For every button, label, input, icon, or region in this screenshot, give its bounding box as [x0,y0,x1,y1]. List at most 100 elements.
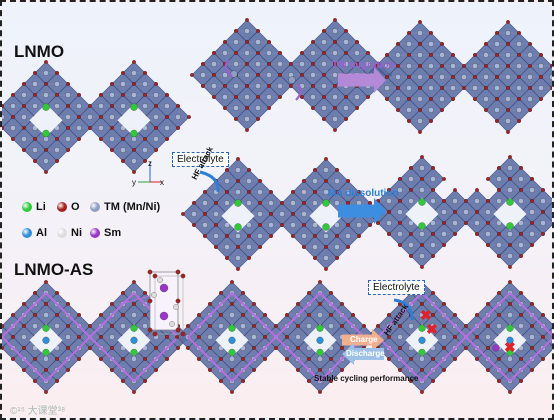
o-atom [420,302,424,306]
o-atom [307,313,311,317]
o-atom [285,335,289,339]
o-atom [530,199,534,203]
tm-atom [516,107,522,113]
o-atom [442,324,446,328]
tm-atom [323,167,329,173]
legend-label: Sm [104,227,122,239]
o-atom [296,368,300,372]
o-atom [132,368,136,372]
o-atom [33,137,37,141]
tm-atom [277,61,283,67]
o-atom [528,42,532,46]
o-atom [453,210,457,214]
o-atom [121,93,125,97]
tm-atom [142,147,148,153]
o-atom [340,302,344,306]
channel [405,197,439,231]
o-atom [175,298,181,304]
o-atom [197,335,201,339]
discharge-label: Discharge [346,349,385,358]
o-atom [541,210,545,214]
tm-atom [321,83,327,89]
o-atom [274,324,278,328]
o-atom [267,106,271,110]
o-atom [203,234,207,238]
o-atom [344,29,348,33]
tm-atom [244,116,250,122]
tm-atom [439,96,445,102]
o-atom [398,177,402,181]
tm-atom [527,96,533,102]
tm-atom [345,233,351,239]
o-atom [451,97,455,101]
tm-atom [507,312,513,318]
o-atom [453,313,457,317]
o-atom [154,126,158,130]
tm-atom [233,83,239,89]
o-atom [539,75,543,79]
tm-atom [430,198,436,204]
o-atom [508,177,512,181]
o-atom [201,62,205,66]
tm-atom [450,85,456,91]
tm-atom [109,334,115,340]
tm-atom [266,72,272,78]
o-atom [396,108,400,112]
tm-atom [213,211,219,217]
tm-atom [310,94,316,100]
o-atom [236,179,240,183]
tm-atom [430,323,436,329]
tm-atom [164,125,170,131]
legend-label: Li [36,201,46,213]
o-atom [66,346,70,350]
o-atom [324,157,328,161]
o-atom [376,221,380,225]
o-atom [508,390,512,394]
tm-atom [207,334,213,340]
label-mn-dissolution: Mn dissolution [328,188,399,199]
channel [29,103,63,137]
o-atom [121,357,125,361]
o-atom [147,269,153,275]
o-atom [475,188,479,192]
li-atom [418,324,426,332]
al-atom [42,336,50,344]
o-atom [374,64,378,68]
o-atom [517,119,521,123]
tm-atom [343,61,349,67]
o-atom [451,53,455,57]
unit-cell-inset [147,269,186,337]
o-atom [219,313,223,317]
o-atom [214,245,218,249]
tm-atom [251,334,257,340]
o-atom [355,106,359,110]
o-atom [409,254,413,258]
o-atom [519,166,523,170]
o-atom [245,18,249,22]
o-atom [329,291,333,295]
o-atom [152,273,158,279]
o-atom [385,97,389,101]
o-atom [154,82,158,86]
tm-atom [334,222,340,228]
o-atom [368,201,372,205]
axis-indicators [138,162,162,183]
o-atom [530,221,534,225]
tm-atom [505,30,511,36]
o-atom [2,126,4,130]
o-atom [486,368,490,372]
o-atom [33,291,37,295]
o-atom [278,95,282,99]
o-atom [398,324,402,328]
tm-atom [131,70,137,76]
o-atom [186,346,190,350]
o-atom [219,291,223,295]
migration-curl [295,83,302,101]
o-atom [291,234,295,238]
tm-atom [301,233,307,239]
o-atom [212,95,216,99]
o-atom [519,254,523,258]
ni-atom [173,304,179,310]
tm-atom [417,118,423,124]
o-atom [230,302,234,306]
